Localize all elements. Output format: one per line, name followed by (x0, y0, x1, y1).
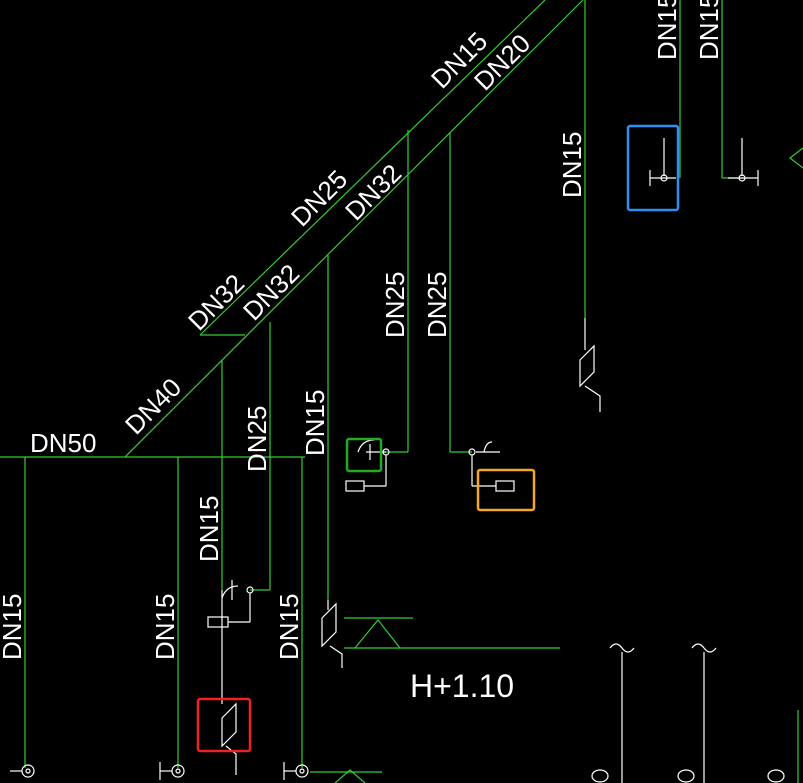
terminal-right (283, 762, 309, 780)
fixture-orange (468, 441, 515, 492)
label-dn15-top-right-b: DN15 (694, 0, 724, 60)
label-dn15-bottom-b: DN15 (274, 594, 304, 660)
highlight-blue-box[interactable] (626, 124, 680, 212)
diagonal-main-upper (199, 0, 546, 336)
highlight-green-box[interactable] (345, 437, 383, 473)
tap-symbol-a (649, 138, 676, 186)
label-dn25-mid: DN25 (242, 406, 272, 472)
terminal-left (10, 764, 35, 778)
label-dn15-left: DN15 (0, 594, 27, 660)
elevation-mark-bottom (334, 769, 366, 783)
diagonal-main-lower (124, 0, 584, 458)
highlight-red-box[interactable] (196, 697, 252, 753)
label-dn25-vert-a: DN25 (380, 272, 410, 338)
label-dn15-riser: DN15 (557, 132, 587, 198)
tap-symbol-b (728, 138, 759, 186)
partial-zero-a (591, 769, 609, 783)
label-dn25-vert-b: DN25 (422, 272, 452, 338)
pipe-hook-a (609, 643, 635, 783)
partial-zero-b (677, 769, 695, 783)
fixture-mid (207, 580, 254, 628)
terminal-mid (159, 762, 185, 780)
edge-stub (789, 147, 803, 169)
label-dn50-main: DN50 (30, 428, 96, 458)
highlight-boxes (196, 124, 680, 753)
pipe-hook-b (691, 643, 717, 783)
label-dn15-bottom-a: DN15 (150, 594, 180, 660)
partial-zero-c (767, 769, 785, 783)
elevation-mark (354, 619, 401, 649)
valve-symbol-mid (321, 600, 343, 668)
highlight-orange-box[interactable] (476, 468, 536, 512)
label-dn15-mid: DN15 (300, 390, 330, 456)
valve-symbol-bottom (221, 590, 237, 775)
label-dn15-mid-lower: DN15 (194, 496, 224, 562)
label-elevation: H+1.10 (410, 668, 514, 704)
fixture-symbols (10, 138, 785, 783)
label-dn15-top-right-a: DN15 (652, 0, 682, 60)
valve-symbol-top (579, 318, 601, 412)
